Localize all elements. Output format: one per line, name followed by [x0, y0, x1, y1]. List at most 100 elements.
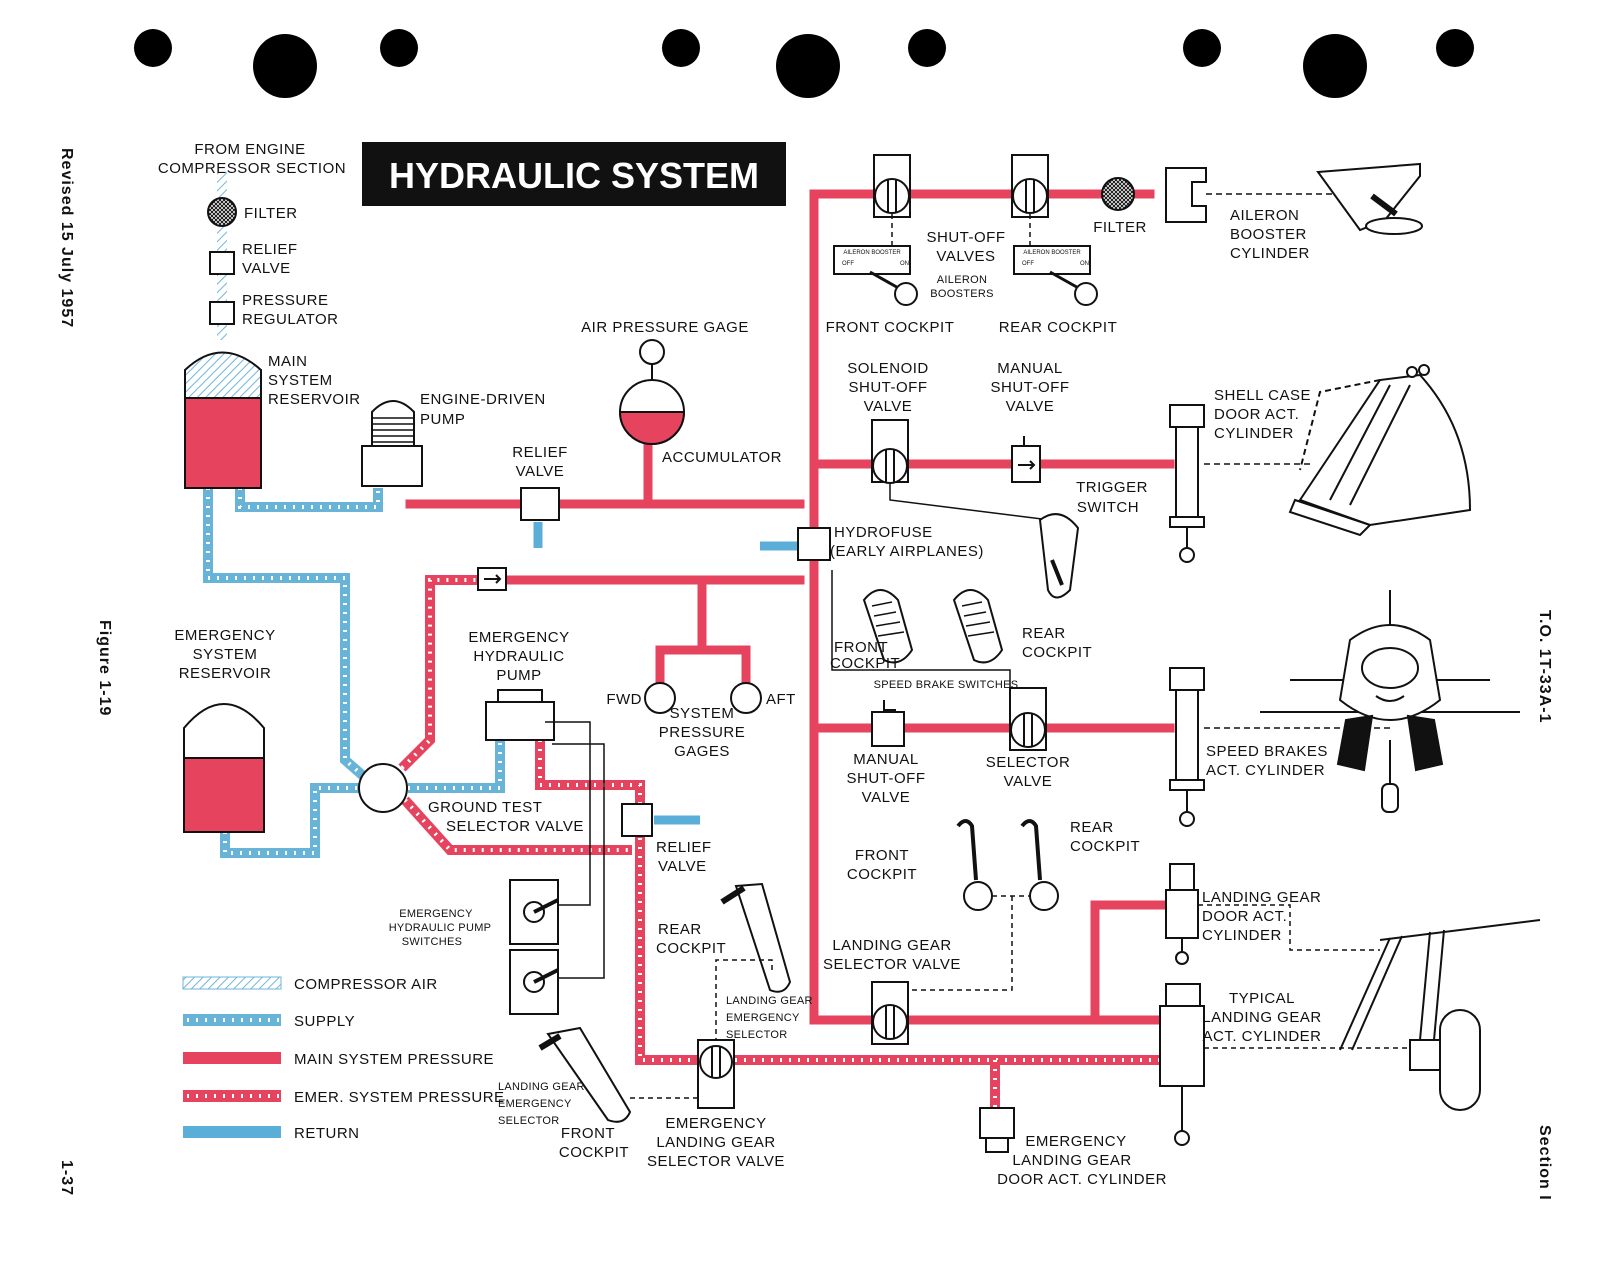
manual-label-2: SHUT-OFF [991, 379, 1070, 396]
sys-gages-label-3: GAGES [674, 743, 730, 760]
ail-cyl-label-2: BOOSTER [1230, 226, 1307, 243]
front-shutoff-valve-icon [873, 154, 911, 218]
main-res-label-3: RESERVOIR [268, 391, 361, 408]
rear-cockpit-2-label: REAR [658, 921, 702, 938]
hydrofuse-label: HYDROFUSE [834, 524, 933, 541]
landing-gear-drawing [1339, 919, 1541, 1111]
sys-gages-label-2: PRESSURE [659, 724, 746, 741]
lg-emer-sel-front-label-3: SELECTOR [498, 1115, 560, 1127]
shell-label-3: CYLINDER [1214, 425, 1294, 442]
emer-lg-sel-label-3: SELECTOR VALVE [647, 1153, 785, 1170]
sb-front-label-2: COCKPIT [830, 655, 900, 672]
fwd-label: FWD [606, 691, 642, 708]
emer-pump-switch-rear[interactable] [509, 949, 559, 1015]
relief-valve-mid [520, 487, 560, 521]
rear-speed-brake-switch-icon[interactable] [952, 589, 1004, 664]
trigger-label: TRIGGER [1076, 479, 1148, 496]
front-cockpit-2-label-2: COCKPIT [559, 1144, 629, 1161]
relief-mid-label-2: VALVE [516, 463, 565, 480]
front-cockpit-label: FRONT COCKPIT [826, 319, 955, 336]
legend: COMPRESSOR AIR SUPPLY MAIN SYSTEM PRESSU… [182, 976, 504, 1142]
relief-low-label: RELIEF [656, 839, 712, 856]
solenoid-label: SOLENOID [847, 360, 929, 377]
shutoff-label: SHUT-OFF [927, 229, 1006, 246]
lg-emer-sel-label: LANDING GEAR [726, 995, 813, 1007]
typ-lg-label-2: LANDING GEAR [1202, 1009, 1321, 1026]
emer-pump-sw-label-3: SWITCHES [402, 936, 462, 948]
lg-emer-sel-front-label: LANDING GEAR [498, 1081, 585, 1093]
main-res-label: MAIN [268, 353, 308, 370]
pressure-regulator [209, 301, 235, 325]
ail-cyl-label: AILERON [1230, 207, 1299, 224]
emer-res-label: EMERGENCY [174, 627, 275, 644]
switch-on-label: ON [900, 261, 909, 267]
speed-brake-switches-label: SPEED BRAKE SWITCHES [874, 679, 1019, 691]
lg-front-label: FRONT [855, 847, 909, 864]
emer-pump-label-3: PUMP [496, 667, 541, 684]
legend-label: COMPRESSOR AIR [294, 976, 438, 993]
ground-test-selector-icon [358, 763, 408, 813]
front-lg-selector-handle[interactable] [956, 819, 993, 911]
switch-off-label: OFF [842, 261, 854, 267]
speed-brake-cylinder-icon [1169, 667, 1205, 827]
lg-emer-sel-label-3: SELECTOR [726, 1029, 788, 1041]
relief-mid-label: RELIEF [512, 444, 568, 461]
edp-label-2: PUMP [420, 411, 465, 428]
switch-on-label: ON [1080, 261, 1089, 267]
typ-lg-label: TYPICAL [1229, 990, 1295, 1007]
lg-emer-sel-front-label-2: EMERGENCY [498, 1098, 572, 1110]
rear-lg-emergency-selector-handle[interactable] [720, 882, 792, 993]
sys-gages-label: SYSTEM [670, 705, 735, 722]
front-lg-emergency-selector-handle[interactable] [538, 1026, 632, 1123]
landing-gear-selector-valve-icon [871, 981, 909, 1045]
sb-cyl-label: SPEED BRAKES [1206, 743, 1328, 760]
emer-pump-switch-front[interactable] [509, 879, 559, 945]
supply-lines [203, 488, 505, 858]
lg-sel-label: LANDING GEAR [832, 937, 951, 954]
emer-res-label-3: RESERVOIR [179, 665, 272, 682]
hydrofuse-label-2: (EARLY AIRPLANES) [830, 543, 984, 560]
accumulator-label: ACCUMULATOR [662, 449, 782, 466]
front-aileron-booster-switch[interactable]: AILERON BOOSTER OFF ON [833, 245, 918, 306]
rear-lg-selector-handle[interactable] [1020, 819, 1059, 911]
aft-gage-icon [730, 682, 762, 714]
page-number: 1-37 [58, 1160, 75, 1196]
shell-label: SHELL CASE [1214, 387, 1311, 404]
emer-pump-label-2: HYDRAULIC [473, 648, 564, 665]
selector-label-2: VALVE [1004, 773, 1053, 790]
aileron-cylinder-icon [1165, 167, 1207, 223]
rear-aileron-booster-switch[interactable]: AILERON BOOSTER OFF ON [1013, 245, 1098, 306]
manual-shutoff-valve-icon [1011, 436, 1041, 483]
solenoid-label-2: SHUT-OFF [849, 379, 928, 396]
from-engine-label: FROM ENGINE [194, 141, 305, 158]
accumulator-icon [618, 339, 686, 445]
emer-lg-door-label-3: DOOR ACT. CYLINDER [997, 1171, 1167, 1188]
legend-swatch-return [183, 1126, 281, 1138]
binder-holes [134, 29, 1474, 98]
press-reg-label: PRESSURE [242, 292, 329, 309]
aileron-surface-drawing [1316, 162, 1423, 235]
front-speed-brake-switch-icon[interactable] [862, 589, 914, 664]
air-gage-label: AIR PRESSURE GAGE [581, 319, 749, 336]
from-engine-label-2: COMPRESSOR SECTION [158, 160, 346, 177]
shell-case-cylinder-icon [1169, 404, 1205, 563]
speed-brake-selector-valve-icon [1009, 687, 1047, 751]
emer-pressure-lines [398, 575, 1160, 1110]
main-res-label-2: SYSTEM [268, 372, 333, 389]
emer-lg-door-label-2: LANDING GEAR [1012, 1152, 1131, 1169]
trigger-label-2: SWITCH [1077, 499, 1139, 516]
to-number: T.O. 1T-33A-1 [1536, 610, 1553, 723]
switch-plate-label: AILERON BOOSTER [1023, 250, 1081, 256]
ground-test-label: GROUND TEST [428, 799, 542, 816]
figure-number: Figure 1-19 [96, 620, 113, 716]
emer-pump-sw-label-2: HYDRAULIC PUMP [389, 922, 492, 934]
emer-lg-sel-label-2: LANDING GEAR [656, 1134, 775, 1151]
selector-label: SELECTOR [986, 754, 1071, 771]
section-label: Section I [1536, 1125, 1553, 1201]
manual-shutoff-valve-2-icon [871, 700, 905, 747]
typ-lg-label-3: ACT. CYLINDER [1202, 1028, 1321, 1045]
emer-lg-door-label: EMERGENCY [1025, 1133, 1126, 1150]
legend-label: SUPPLY [294, 1013, 355, 1030]
emer-pump-sw-label: EMERGENCY [399, 908, 473, 920]
solenoid-valve-icon [871, 419, 909, 484]
